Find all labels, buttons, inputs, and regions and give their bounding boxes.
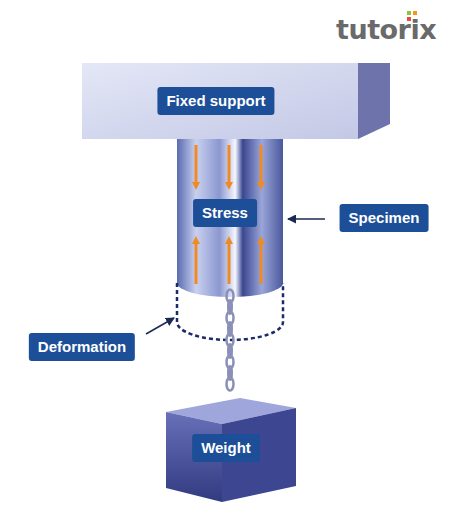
- label-text: Stress: [202, 204, 248, 221]
- specimen-cylinder: [177, 139, 283, 297]
- leader-arrow: [288, 218, 325, 220]
- leader-arrow: [146, 318, 174, 334]
- deformation-outline: [177, 283, 283, 340]
- deformation-label: Deformation: [29, 333, 135, 361]
- weight-label: Weight: [192, 434, 260, 462]
- support-label: Fixed support: [157, 87, 274, 115]
- chain-link: [227, 378, 234, 391]
- chain: [227, 290, 234, 391]
- watermark: tutorix: [336, 14, 436, 45]
- label-text: Deformation: [38, 338, 126, 355]
- label-text: Weight: [201, 439, 251, 456]
- specimen-label: Specimen: [340, 204, 429, 232]
- support-side: [358, 63, 390, 139]
- stress-label: Stress: [193, 199, 257, 227]
- support-front: [82, 63, 358, 139]
- label-text: Specimen: [349, 209, 420, 226]
- label-text: Fixed support: [166, 92, 265, 109]
